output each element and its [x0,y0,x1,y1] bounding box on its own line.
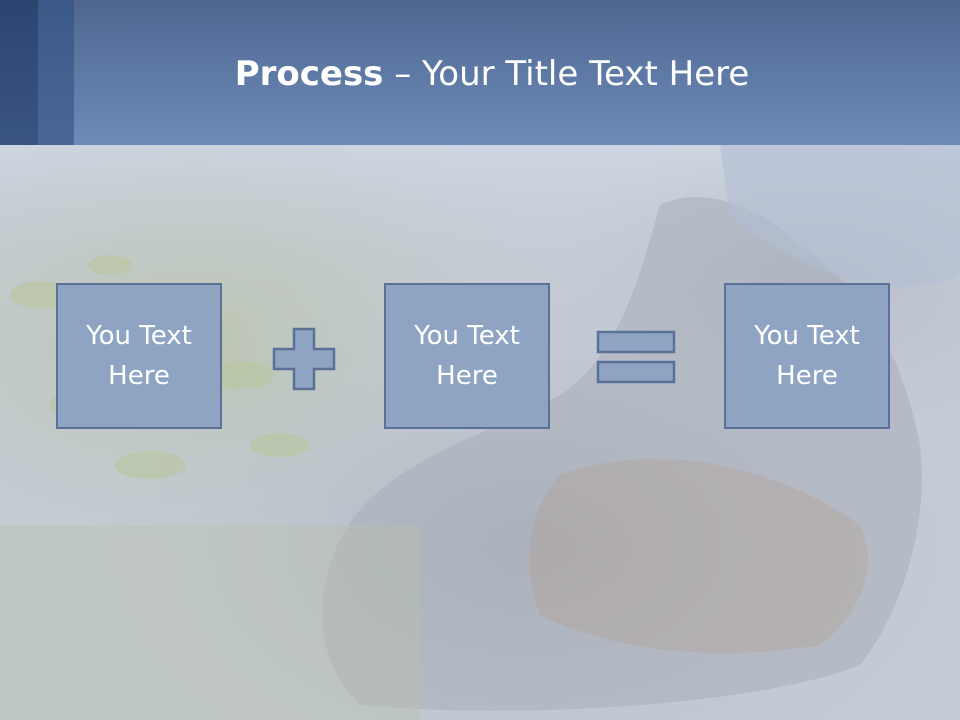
text-line: Here [776,361,838,391]
title-bar: Process – Your Title Text Here [0,0,960,145]
text-box-1[interactable]: You Text Here [56,283,222,429]
text-box-label: You Text Here [397,316,537,396]
background-photo [0,145,960,720]
text-line: Here [108,361,170,391]
header-accent [0,0,38,145]
plus-icon [272,327,336,391]
text-box-3[interactable]: You Text Here [724,283,890,429]
text-line: You Text [754,321,860,351]
text-line: You Text [86,321,192,351]
slide-title: Process – Your Title Text Here [0,52,960,96]
text-line: Here [436,361,498,391]
title-rest-part: – Your Title Text Here [383,54,750,94]
text-line: You Text [414,321,520,351]
header-accent [38,0,74,145]
text-box-2[interactable]: You Text Here [384,283,550,429]
title-bold-part: Process [234,54,384,94]
equals-icon [596,330,676,384]
text-box-label: You Text Here [69,316,209,396]
text-box-label: You Text Here [737,316,877,396]
